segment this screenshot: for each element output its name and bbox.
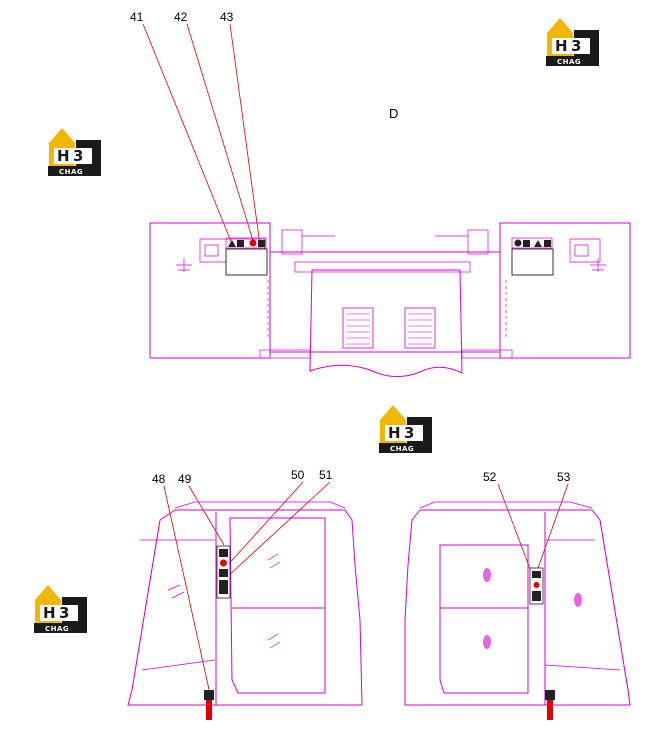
leader-lines-bottom (163, 481, 569, 695)
callout-48: 48 (152, 472, 166, 486)
callout-53: 53 (557, 470, 571, 484)
svg-text:3: 3 (59, 604, 69, 622)
callout-49: 49 (178, 472, 192, 486)
logo-text: CHAG (390, 445, 414, 453)
svg-text:H: H (57, 147, 70, 165)
leader-lines-top (142, 23, 263, 261)
svg-text:3: 3 (571, 37, 581, 55)
brand-logo-center: H 3 CHAG (379, 405, 432, 453)
svg-text:H: H (388, 424, 401, 442)
svg-text:3: 3 (73, 147, 83, 165)
svg-text:H: H (555, 37, 568, 55)
callout-50: 50 (291, 468, 305, 482)
logo-text: CHAG (45, 625, 69, 633)
cab-left-side-view (127, 501, 363, 720)
logo-text: CHAG (557, 58, 581, 66)
machine-front-view (149, 222, 631, 377)
callout-43: 43 (220, 10, 234, 24)
svg-text:H: H (43, 604, 56, 622)
svg-text:3: 3 (404, 424, 414, 442)
brand-logo-top-right: H 3 CHAG (546, 18, 599, 66)
cab-right-side-view (404, 501, 631, 720)
callout-41: 41 (130, 10, 144, 24)
brand-logo-upper-left: H 3 CHAG (48, 128, 101, 176)
brand-logo-lower-left: H 3 CHAG (34, 585, 87, 633)
view-label: D (389, 106, 398, 121)
callout-42: 42 (174, 10, 188, 24)
callout-51: 51 (319, 468, 333, 482)
logo-text: CHAG (59, 168, 83, 176)
callout-52: 52 (483, 470, 497, 484)
